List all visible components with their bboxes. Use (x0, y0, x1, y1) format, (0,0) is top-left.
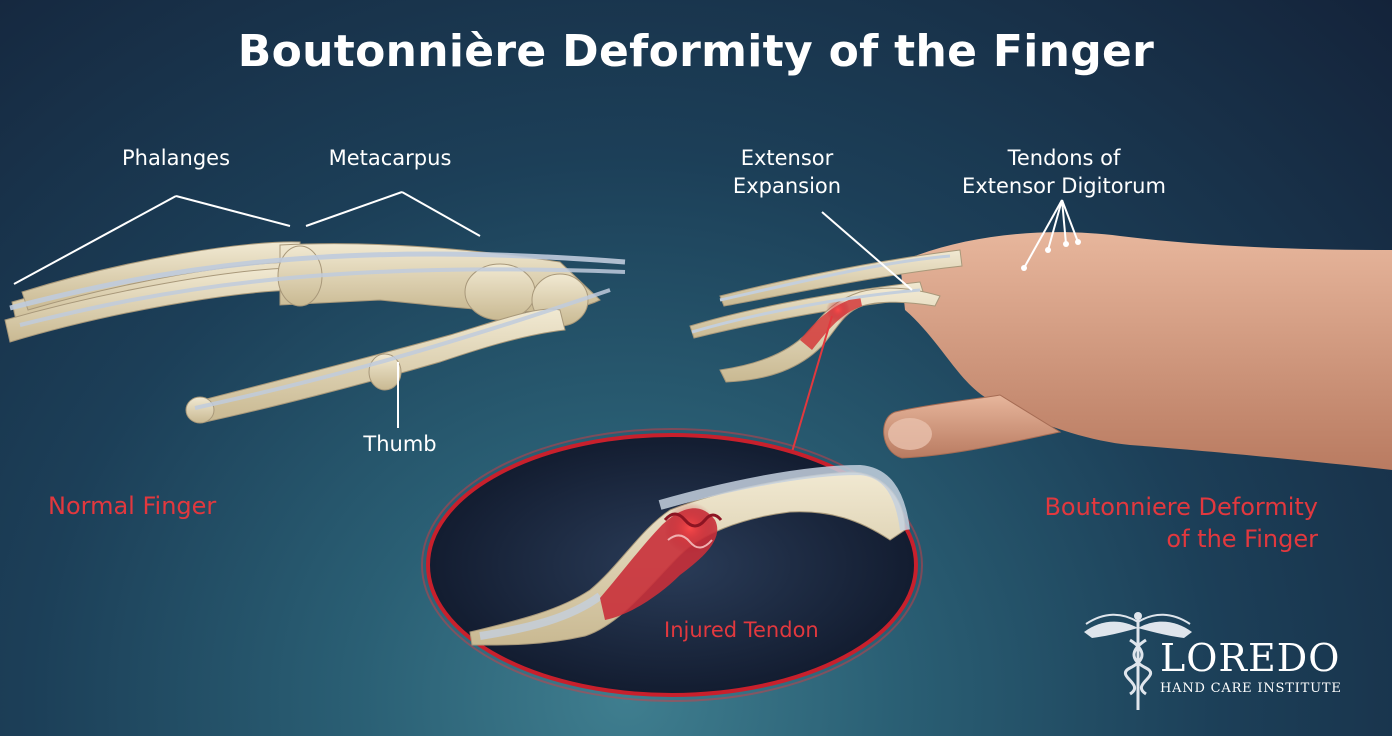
page-title: Boutonnière Deformity of the Finger (237, 26, 1155, 77)
label-tendons-line1: Tendons of (1007, 146, 1121, 170)
label-normal-finger: Normal Finger (48, 492, 217, 520)
label-extensor-expansion: Extensor Expansion (700, 144, 874, 200)
label-deformity-line1: Boutonniere Deformity (1044, 493, 1318, 521)
label-extensor-expansion-line2: Expansion (732, 174, 842, 198)
label-deformity-line2: of the Finger (1166, 525, 1318, 553)
label-thumb: Thumb (363, 432, 437, 456)
label-phalanges: Phalanges (121, 146, 231, 170)
label-metacarpus: Metacarpus (328, 146, 452, 170)
logo-name: LOREDO (1160, 636, 1341, 680)
label-boutonniere-deformity: Boutonniere Deformity of the Finger (1010, 491, 1318, 555)
label-extensor-expansion-line1: Extensor (740, 146, 834, 170)
normal-finger-skeleton (4, 191, 626, 428)
logo-subtitle: HAND CARE INSTITUTE (1160, 681, 1342, 696)
label-injured-tendon: Injured Tendon (664, 618, 819, 642)
injured-tendon-zoom (421, 428, 923, 702)
label-tendons-line2: Extensor Digitorum (962, 174, 1166, 198)
label-tendons-extensor-digitorum: Tendons of Extensor Digitorum (944, 144, 1184, 200)
caduceus-logo-icon (1084, 612, 1192, 710)
deformed-hand (689, 199, 1392, 470)
